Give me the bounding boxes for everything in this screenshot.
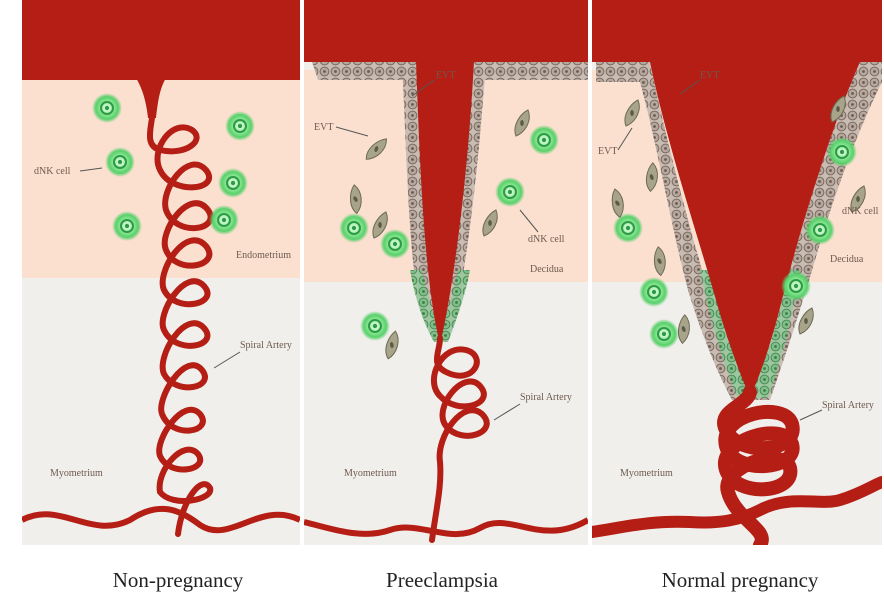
endometrium-layer bbox=[22, 78, 300, 278]
nk-cell-icon bbox=[380, 229, 410, 259]
caption-non-pregnancy: Non-pregnancy bbox=[113, 568, 244, 592]
label-myometrium: Myometrium bbox=[50, 468, 103, 479]
nk-cell-icon bbox=[360, 311, 390, 341]
label-dnk-cell: dNK cell bbox=[34, 166, 71, 177]
nk-cell-icon bbox=[827, 137, 857, 167]
nk-cell-icon bbox=[495, 177, 525, 207]
panel-non-pregnancy: dNK cell Endometrium Spiral Artery Myome… bbox=[22, 0, 300, 545]
label-evt-top: EVT bbox=[700, 70, 719, 81]
panel-preeclampsia: EVT EVT dNK cell Decidua Spiral Artery M… bbox=[304, 0, 588, 545]
label-evt-top: EVT bbox=[436, 70, 455, 81]
label-decidua: Decidua bbox=[830, 254, 864, 265]
caption-preeclampsia: Preeclampsia bbox=[386, 568, 499, 592]
label-dnk-cell: dNK cell bbox=[528, 234, 565, 245]
label-spiral-artery: Spiral Artery bbox=[520, 392, 572, 403]
label-evt: EVT bbox=[314, 122, 333, 133]
label-myometrium: Myometrium bbox=[344, 468, 397, 479]
panel-normal-pregnancy: EVT EVT dNK cell Decidua Spiral Artery M… bbox=[592, 0, 882, 545]
trophoblast-layer bbox=[474, 62, 588, 80]
uterine-lumen bbox=[22, 0, 300, 80]
label-dnk-cell: dNK cell bbox=[842, 206, 879, 217]
label-decidua: Decidua bbox=[530, 264, 564, 275]
label-myometrium: Myometrium bbox=[620, 468, 673, 479]
uterine-lumen bbox=[304, 0, 588, 62]
nk-cell-icon bbox=[529, 125, 559, 155]
caption-normal-pregnancy: Normal pregnancy bbox=[662, 568, 819, 592]
nk-cell-icon bbox=[781, 271, 811, 301]
nk-cell-icon bbox=[339, 213, 369, 243]
uterine-lumen bbox=[592, 0, 882, 62]
nk-cell-icon bbox=[805, 215, 835, 245]
nk-cell-icon bbox=[112, 211, 142, 241]
nk-cell-icon bbox=[92, 93, 122, 123]
panel-divider bbox=[588, 0, 592, 545]
nk-cell-icon bbox=[225, 111, 255, 141]
nk-cell-icon bbox=[209, 205, 239, 235]
panel-divider bbox=[300, 0, 304, 545]
nk-cell-icon bbox=[639, 277, 669, 307]
label-endometrium: Endometrium bbox=[236, 250, 291, 261]
nk-cell-icon bbox=[649, 319, 679, 349]
nk-cell-icon bbox=[105, 147, 135, 177]
trophoblast-layer bbox=[312, 62, 418, 80]
label-spiral-artery: Spiral Artery bbox=[822, 400, 874, 411]
nk-cell-icon bbox=[613, 213, 643, 243]
label-spiral-artery: Spiral Artery bbox=[240, 340, 292, 351]
nk-cell-icon bbox=[218, 168, 248, 198]
label-evt: EVT bbox=[598, 146, 617, 157]
